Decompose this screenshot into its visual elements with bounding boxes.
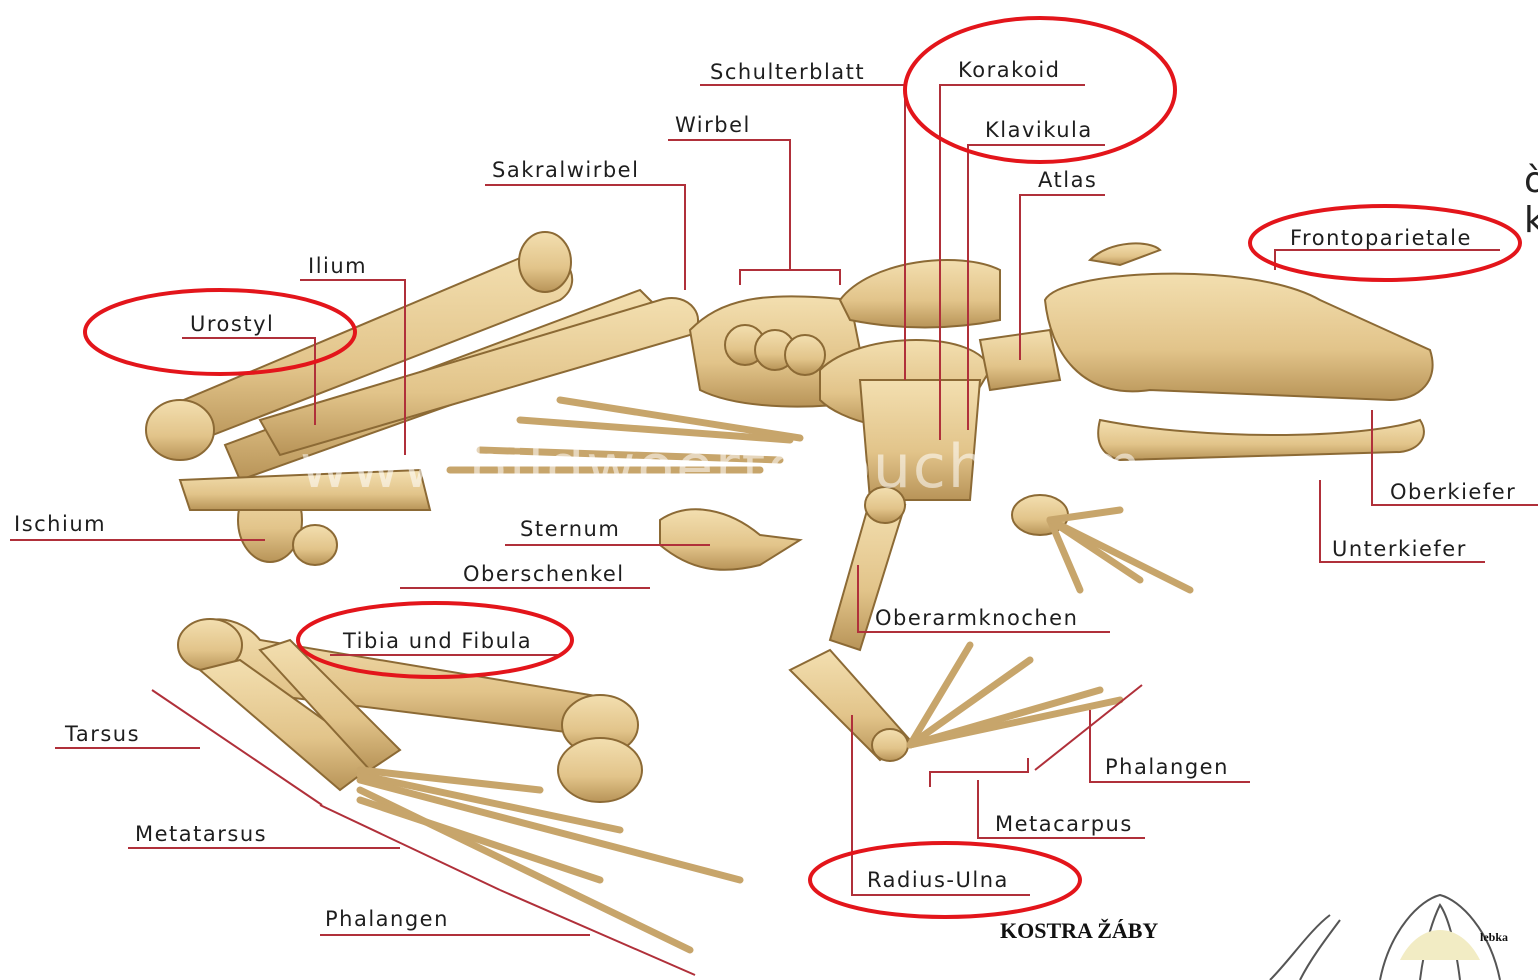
label-klavikula: Klavikula — [985, 118, 1093, 142]
label-unterkiefer: Unterkiefer — [1332, 537, 1467, 561]
label-tarsus: Tarsus — [65, 722, 140, 746]
label-frontoparietale: Frontoparietale — [1290, 226, 1472, 250]
label-phalangen-hand: Phalangen — [1105, 755, 1229, 779]
label-sakralwirbel: Sakralwirbel — [492, 158, 639, 182]
label-radius-ulna: Radius-Ulna — [867, 868, 1009, 892]
label-atlas: Atlas — [1038, 168, 1097, 192]
label-metatarsus: Metatarsus — [135, 822, 267, 846]
cropped-side-text-2: k — [1524, 200, 1538, 241]
label-korakoid: Korakoid — [958, 58, 1061, 82]
cropped-side-text-1: ò — [1524, 160, 1538, 201]
label-ischium: Ischium — [14, 512, 106, 536]
label-ilium: Ilium — [308, 254, 367, 278]
label-tibia-und-fibula: Tibia und Fibula — [343, 629, 532, 653]
label-oberschenkel: Oberschenkel — [463, 562, 625, 586]
label-schulterblatt: Schulterblatt — [710, 60, 865, 84]
label-metacarpus: Metacarpus — [995, 812, 1133, 836]
label-sternum: Sternum — [520, 517, 620, 541]
label-phalangen-foot: Phalangen — [325, 907, 449, 931]
label-wirbel: Wirbel — [675, 113, 751, 137]
figure-title: KOSTRA ŽÁBY — [1000, 918, 1158, 944]
label-oberarmknochen: Oberarmknochen — [875, 606, 1078, 630]
highlight-ellipses — [85, 18, 1520, 917]
label-oberkiefer: Oberkiefer — [1390, 480, 1516, 504]
label-urostyl: Urostyl — [190, 312, 274, 336]
inset-label-lebka: lebka — [1480, 930, 1508, 945]
